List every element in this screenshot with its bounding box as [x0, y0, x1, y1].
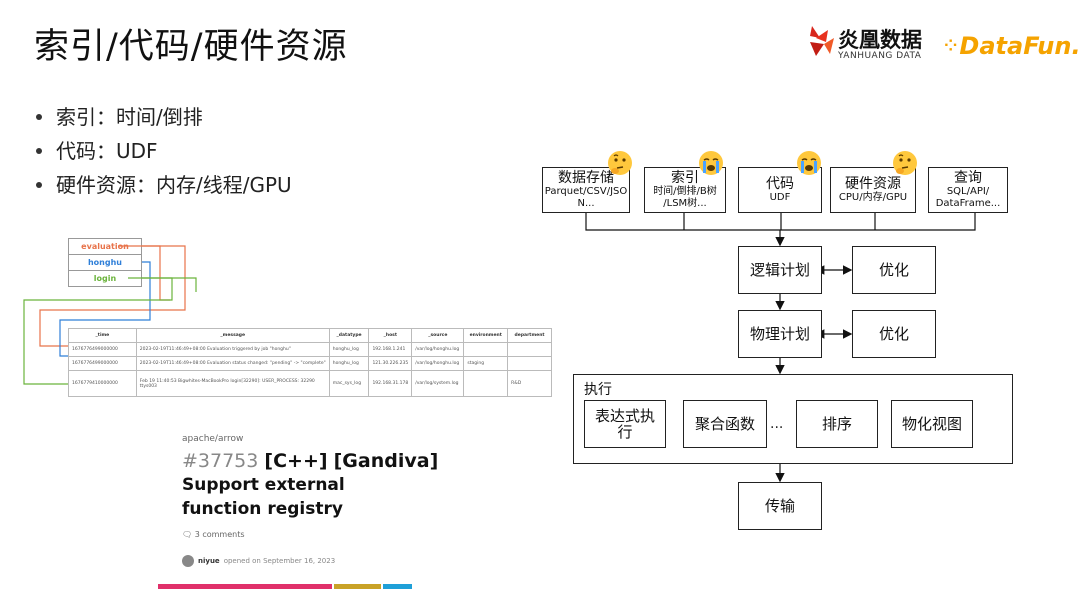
- box-title: 聚合函数: [694, 415, 755, 433]
- color-bar-blue: [383, 584, 412, 589]
- issue-number: #37753: [182, 450, 259, 472]
- github-issue-card: apache/arrow #37753 [C++] [Gandiva] Supp…: [182, 434, 438, 567]
- box-title: 优化: [878, 325, 909, 343]
- box-title: 查询: [954, 170, 982, 186]
- bullet-text: 索引：时间/倒排: [56, 105, 203, 129]
- box-optimize-logical: 优化: [852, 246, 936, 294]
- box-subtitle: 时间/倒排/B树 /LSM树...: [653, 186, 717, 209]
- execute-label: 执行: [584, 382, 612, 398]
- box-title: 硬件资源: [845, 176, 901, 192]
- bullet-text: 硬件资源：内存/线程/GPU: [56, 173, 292, 197]
- box-hardware: 硬件资源 CPU/内存/GPU: [830, 167, 916, 213]
- comment-icon: 🗨: [182, 530, 193, 539]
- yanhuang-en-text: YANHUANG DATA: [838, 51, 922, 61]
- bullet-dot-icon: [36, 114, 42, 120]
- execute-container: 执行: [573, 374, 1013, 464]
- box-logical-plan: 逻辑计划: [738, 246, 822, 294]
- box-title: 优化: [878, 261, 909, 279]
- table-row: 1676776499000000 2023-02-19T11:46:49+08:…: [68, 342, 552, 357]
- crying-face-icon: [699, 151, 723, 175]
- issue-tag: [Gandiva]: [333, 450, 439, 472]
- log-table: _time _message _datatype _host _source e…: [68, 328, 552, 397]
- box-subtitle: SQL/API/ DataFrame...: [935, 186, 1001, 209]
- table-row: 1676779410000000 Feb 19 11:40:53 Bigwhit…: [68, 370, 552, 397]
- color-bar-gold: [334, 584, 381, 589]
- log-table-header: _time _message _datatype _host _source e…: [68, 328, 552, 343]
- box-title: 排序: [821, 415, 852, 433]
- box-sort: 排序: [796, 400, 878, 448]
- tag-label: evaluation: [81, 242, 129, 251]
- box-subtitle: UDF: [769, 192, 791, 203]
- table-cell: mac_sys_log: [328, 370, 370, 397]
- bullet-text: 代码：UDF: [56, 139, 158, 163]
- table-row: 1676776499000000 2023-02-19T11:46:49+08:…: [68, 356, 552, 371]
- yanhuang-mark-icon: [810, 26, 834, 56]
- bullet-item: 硬件资源：内存/线程/GPU: [36, 168, 292, 202]
- issue-tag: [C++]: [264, 450, 328, 472]
- box-title: 传输: [764, 497, 795, 515]
- comments-count: 🗨 3 comments: [182, 530, 422, 539]
- avatar: [182, 555, 194, 567]
- issue-title-line: function registry: [182, 499, 343, 519]
- box-subtitle: Parquet/CSV/JSO N...: [544, 186, 628, 209]
- datafun-dots-icon: ⁘: [944, 36, 958, 55]
- box-index: 索引 时间/倒排/B树 /LSM树...: [644, 167, 726, 213]
- box-title: 数据存储: [558, 170, 614, 186]
- user-name: niyue: [198, 557, 220, 565]
- crying-face-icon: [797, 151, 821, 175]
- ellipsis-text: ...: [770, 416, 784, 432]
- box-title: 物理计划: [749, 325, 810, 343]
- opened-date: opened on September 16, 2023: [223, 557, 336, 565]
- box-subtitle: CPU/内存/GPU: [838, 192, 908, 203]
- issue-heading: #37753 [C++] [Gandiva]: [182, 450, 438, 472]
- comments-text: 3 comments: [194, 530, 245, 539]
- table-cell: [463, 370, 509, 397]
- table-cell: 1676779410000000: [68, 370, 137, 397]
- bullet-item: 代码：UDF: [36, 134, 292, 168]
- bullet-dot-icon: [36, 148, 42, 154]
- slide-title: 索引/代码/硬件资源: [34, 27, 348, 67]
- box-physical-plan: 物理计划: [738, 310, 822, 358]
- box-title: 物化视图: [901, 415, 962, 433]
- bullet-item: 索引：时间/倒排: [36, 100, 292, 134]
- yanhuang-cn-text: 炎凰数据: [838, 28, 922, 52]
- tag-label: honghu: [87, 258, 122, 267]
- box-transfer: 传输: [738, 482, 822, 530]
- box-title: 代码: [766, 176, 794, 192]
- datafun-text: DataFun.: [959, 32, 1080, 60]
- box-materialized-view: 物化视图: [891, 400, 973, 448]
- table-cell: R&D: [507, 370, 552, 397]
- box-expression-exec: 表达式执行: [584, 400, 666, 448]
- thinking-face-icon: [893, 151, 917, 175]
- tag-label: login: [93, 274, 117, 283]
- box-title: 表达式执行: [595, 407, 656, 441]
- issue-title-line: Support external: [182, 475, 345, 495]
- box-query: 查询 SQL/API/ DataFrame...: [928, 167, 1008, 213]
- table-cell: Feb 19 11:40:53 Bigwhites-MacBookPro log…: [135, 370, 330, 397]
- bullet-dot-icon: [36, 182, 42, 188]
- box-optimize-physical: 优化: [852, 310, 936, 358]
- bullet-list: 索引：时间/倒排 代码：UDF 硬件资源：内存/线程/GPU: [36, 100, 292, 202]
- box-data-storage: 数据存储 Parquet/CSV/JSO N...: [542, 167, 630, 213]
- box-aggregate: 聚合函数: [683, 400, 767, 448]
- thinking-face-icon: [608, 151, 632, 175]
- box-title: 逻辑计划: [749, 261, 810, 279]
- color-bar-pink: [158, 584, 332, 589]
- datafun-logo: ⁘DataFun.: [944, 32, 1080, 60]
- table-cell: /var/log/system.log: [411, 370, 465, 397]
- repo-name: apache/arrow: [182, 434, 244, 444]
- box-title: 索引: [671, 170, 699, 186]
